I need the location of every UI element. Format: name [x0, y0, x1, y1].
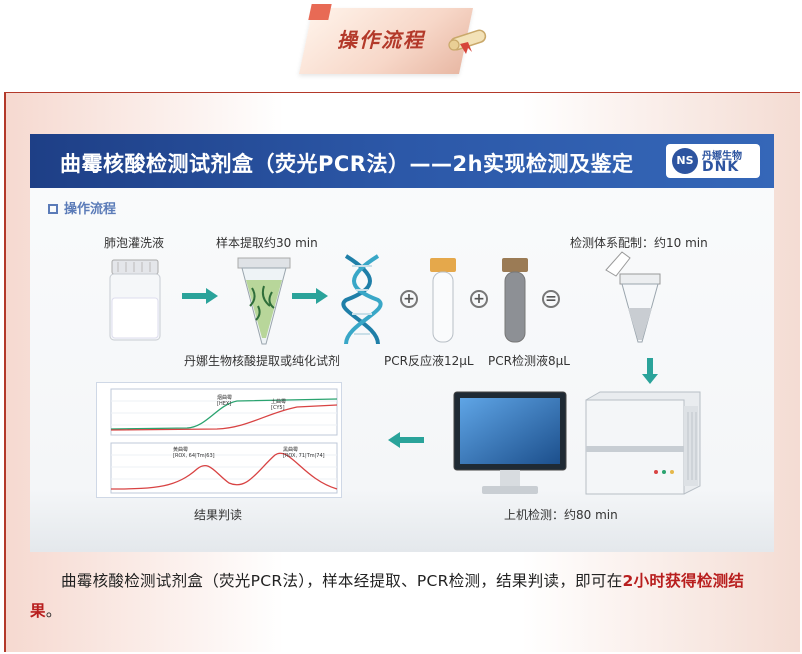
- arrow-right-icon: [292, 288, 328, 304]
- centrifuge-tube-icon: [237, 257, 291, 345]
- arrow-right-icon: [182, 288, 218, 304]
- equals-operator-icon: =: [542, 290, 560, 308]
- scroll-icon: [448, 29, 487, 54]
- infographic: 曲霉核酸检测试剂盒（荧光PCR法）——2h实现检测及鉴定 NS 丹娜生物 DNK…: [30, 134, 774, 552]
- square-bullet-icon: [48, 204, 58, 214]
- specimen-jar-icon: [109, 259, 161, 341]
- company-logo: NS 丹娜生物 DNK: [666, 144, 760, 178]
- pcr-instrument-icon: [585, 391, 701, 495]
- curve-cy5: [110, 404, 338, 431]
- computer-monitor-icon: [453, 391, 567, 494]
- header-area: 操作流程: [0, 0, 802, 92]
- pcr-reaction-tube-icon: [430, 258, 456, 343]
- banner-title: 操作流程: [337, 28, 425, 52]
- logo-en: DNK: [702, 159, 740, 175]
- label-pcr-reaction: PCR反应液12μL: [384, 354, 474, 368]
- peak-label-hex: 烟曲霉[HEX]: [217, 395, 233, 407]
- caption-end: 。: [45, 602, 62, 620]
- peak-label-rox-b: 黑曲霉[ROX, 71|Tm|74]: [283, 447, 325, 459]
- section-label: 操作流程: [48, 198, 116, 217]
- mixed-pcr-tube-icon: [605, 251, 661, 343]
- dna-helix-icon: [341, 254, 383, 345]
- arrow-left-icon: [388, 432, 424, 448]
- label-pcr-detection: PCR检测液8μL: [488, 354, 570, 368]
- infographic-title: 曲霉核酸检测试剂盒（荧光PCR法）——2h实现检测及鉴定: [60, 152, 634, 176]
- plus-operator-icon: +: [470, 290, 488, 308]
- logo-mark-icon: NS: [672, 148, 698, 174]
- peak-label-cy5: 土曲霉[CY5]: [271, 399, 287, 411]
- peak-label-rox-a: 黄曲霉[ROX, 64|Tm|63]: [173, 447, 215, 459]
- label-bal: 肺泡灌洗液: [104, 236, 165, 250]
- melt-curve-chart: 烟曲霉[HEX] 土曲霉[CY5] 黄曲霉[ROX, 64|Tm|63] 黑曲霉…: [96, 382, 342, 498]
- label-extraction: 样本提取约30 min: [216, 236, 318, 250]
- banner-accent: [308, 4, 332, 20]
- plus-operator-icon: +: [400, 290, 418, 308]
- logo-cn: 丹娜生物: [702, 151, 742, 162]
- label-system-prep: 检测体系配制：约10 min: [570, 236, 708, 250]
- curve-hex: [110, 398, 338, 430]
- label-machine: 上机检测：约80 min: [504, 508, 618, 522]
- caption-highlight: 2小时获得检测结果: [30, 572, 745, 620]
- infographic-header: 曲霉核酸检测试剂盒（荧光PCR法）——2h实现检测及鉴定 NS 丹娜生物 DNK: [30, 134, 774, 188]
- melt-curve-svg: [110, 388, 338, 494]
- label-result: 结果判读: [194, 508, 243, 522]
- label-reagent: 丹娜生物核酸提取或纯化试剂: [184, 354, 341, 368]
- arrow-down-icon: [642, 358, 658, 384]
- curve-rox: [110, 452, 338, 490]
- article-caption: 曲霉核酸检测试剂盒（荧光PCR法），样本经提取、PCR检测，结果判读，即可在2小…: [30, 566, 774, 626]
- section-label-text: 操作流程: [64, 202, 117, 217]
- caption-text: 曲霉核酸检测试剂盒（荧光PCR法），样本经提取、PCR检测，结果判读，即可在: [61, 572, 623, 590]
- pcr-detection-tube-icon: [502, 258, 528, 343]
